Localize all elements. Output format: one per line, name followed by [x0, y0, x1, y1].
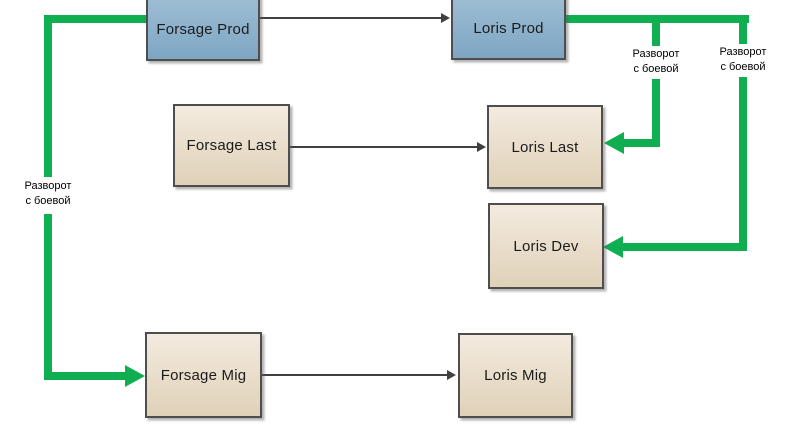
node-loris-dev: Loris Dev — [488, 203, 604, 289]
node-forsage-last-label: Forsage Last — [186, 137, 277, 154]
edge-label-to-last-flow: Разворот с боевой — [625, 46, 687, 78]
green-flow-mid-elbow-segment — [623, 139, 660, 147]
edge-label-to-dev-flow: Разворот с боевой — [712, 44, 774, 76]
green-flow-left-vertical-lower — [44, 214, 52, 380]
green-arrowhead-to-loris-last — [604, 132, 624, 154]
green-flow-left-top-segment — [44, 15, 147, 23]
wire-forsage-last-to-loris-last — [290, 146, 478, 148]
node-forsage-last: Forsage Last — [173, 104, 290, 187]
green-flow-right-elbow-segment — [622, 243, 747, 251]
node-forsage-prod: Forsage Prod — [146, 0, 260, 61]
node-loris-last-label: Loris Last — [511, 138, 579, 156]
node-forsage-mig: Forsage Mig — [145, 332, 262, 418]
green-flow-mid-vertical-lower — [652, 79, 660, 147]
node-loris-last: Loris Last — [487, 105, 603, 189]
wire-forsage-prod-to-loris-prod — [260, 17, 442, 19]
green-arrowhead-to-loris-dev — [603, 236, 623, 258]
green-flow-mid-vertical-upper — [652, 18, 660, 46]
green-flow-right-vertical-upper — [739, 18, 747, 44]
node-loris-prod: Loris Prod — [451, 0, 566, 60]
wire-arrowhead-loris-prod — [441, 13, 450, 23]
wire-forsage-mig-to-loris-mig — [262, 374, 448, 376]
green-flow-left-vertical-upper — [44, 15, 52, 177]
edge-label-left-flow: Разворот с боевой — [17, 178, 79, 210]
node-forsage-mig-label: Forsage Mig — [160, 366, 247, 384]
green-flow-right-vertical-lower — [739, 77, 747, 251]
green-arrowhead-to-forsage-mig — [125, 365, 145, 387]
node-forsage-prod-label: Forsage Prod — [156, 20, 250, 38]
wire-arrowhead-loris-last — [477, 142, 486, 152]
green-flow-left-bottom-segment — [44, 372, 127, 380]
node-loris-mig-label: Loris Mig — [484, 367, 547, 384]
node-loris-prod-label: Loris Prod — [473, 20, 544, 37]
node-loris-dev-label: Loris Dev — [513, 237, 579, 255]
node-loris-mig: Loris Mig — [458, 333, 573, 418]
wire-arrowhead-loris-mig — [447, 370, 456, 380]
